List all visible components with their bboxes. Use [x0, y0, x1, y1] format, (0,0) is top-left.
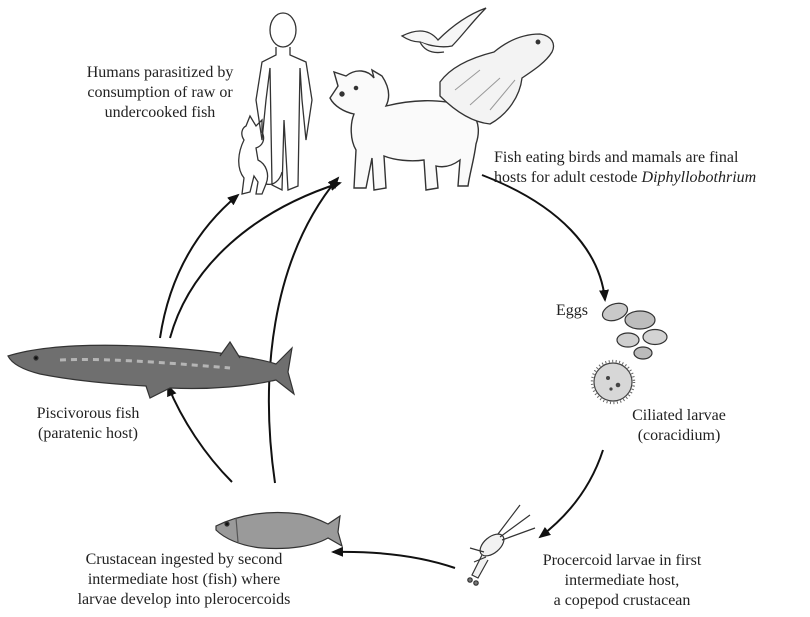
label-piscivorous-line1: Piscivorous fish — [18, 404, 158, 424]
label-procercoid: Procercoid larvae in first intermediate … — [504, 551, 740, 611]
label-final-hosts-line2-text: hosts for adult cestode — [494, 169, 642, 186]
label-procercoid-line3: a copepod crustacean — [504, 591, 740, 611]
arrow-fish-to-bear — [269, 178, 338, 483]
human-figure-icon — [256, 13, 312, 190]
arrow-pike-to-humans — [160, 195, 238, 338]
arrow-copepod-to-fish — [333, 552, 455, 568]
label-procercoid-line2: intermediate host, — [504, 571, 740, 591]
label-ciliated: Ciliated larvae (coracidium) — [604, 406, 754, 446]
arrow-fish-to-pike — [168, 386, 232, 482]
label-final-hosts: Fish eating birds and mamals are final h… — [494, 148, 800, 188]
pike-fish-icon — [8, 342, 294, 398]
arrow-larvae-to-copepod — [540, 450, 603, 537]
label-crustacean: Crustacean ingested by second intermedia… — [52, 550, 316, 610]
label-humans-line1: Humans parasitized by — [62, 63, 258, 83]
label-piscivorous: Piscivorous fish (paratenic host) — [18, 404, 158, 444]
label-procercoid-line1: Procercoid larvae in first — [504, 551, 740, 571]
label-humans: Humans parasitized by consumption of raw… — [62, 63, 258, 123]
small-fish-icon — [216, 513, 342, 549]
label-crustacean-line2: intermediate host (fish) where — [52, 570, 316, 590]
label-final-hosts-line1: Fish eating birds and mamals are final — [494, 148, 800, 168]
label-eggs: Eggs — [556, 301, 588, 321]
label-ciliated-line1: Ciliated larvae — [604, 406, 754, 426]
eggs-icon — [600, 300, 667, 359]
label-piscivorous-line2: (paratenic host) — [18, 424, 158, 444]
label-ciliated-line2: (coracidium) — [604, 426, 754, 446]
arrow-pike-to-bear — [170, 183, 340, 338]
label-crustacean-line3: larvae develop into plerocercoids — [52, 590, 316, 610]
gull-icon — [402, 8, 486, 53]
label-humans-line3: undercooked fish — [62, 103, 258, 123]
label-crustacean-line1: Crustacean ingested by second — [52, 550, 316, 570]
label-humans-line2: consumption of raw or — [62, 83, 258, 103]
label-genus: Diphyllobothrium — [642, 169, 757, 186]
arrow-hosts-to-eggs — [482, 175, 605, 300]
coracidium-icon — [592, 361, 634, 403]
label-final-hosts-line2: hosts for adult cestode Diphyllobothrium — [494, 168, 800, 188]
seal-icon — [440, 34, 554, 124]
